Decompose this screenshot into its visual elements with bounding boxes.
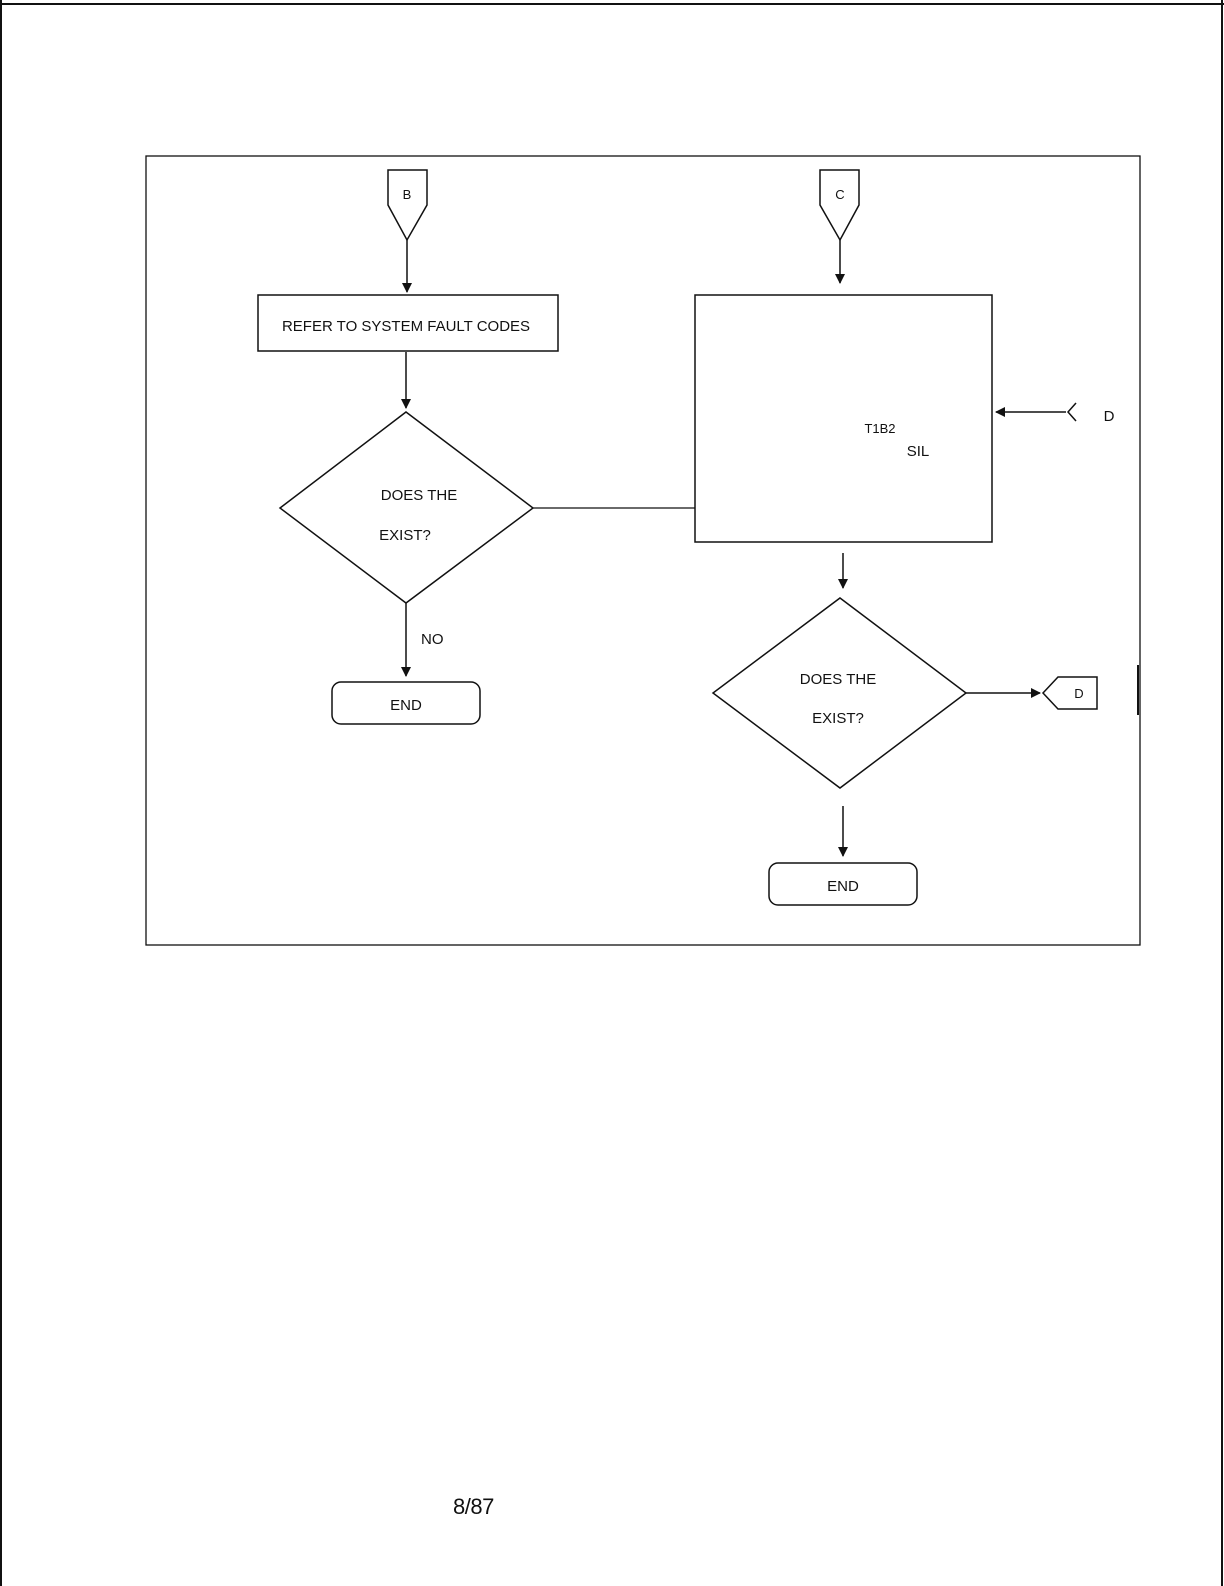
diagram-frame: [145, 155, 1141, 946]
decision-right-line2: EXIST?: [812, 710, 864, 727]
process-box-refer: REFER TO SYSTEM FAULT CODES: [257, 294, 559, 352]
decision-left: DOES THE EXIST?: [278, 411, 535, 604]
page-number: 8/87: [453, 1494, 494, 1519]
decision-right-line1: DOES THE: [800, 671, 876, 688]
connector-c: C: [819, 169, 860, 242]
end-right-label: END: [827, 878, 859, 895]
process-box-refer-label: REFER TO SYSTEM FAULT CODES: [282, 318, 530, 335]
decision-left-line1: DOES THE: [381, 487, 457, 504]
end-left-label: END: [390, 697, 422, 714]
end-terminal-left: END: [331, 681, 481, 725]
connector-d-in-shape: [1066, 402, 1077, 422]
decision-left-line2: EXIST?: [379, 527, 431, 544]
connector-c-label: C: [835, 187, 844, 202]
connector-d-in-label: D: [1104, 408, 1115, 425]
process-box-right-line1: T1B2: [864, 421, 895, 436]
connector-b-label: B: [403, 187, 412, 202]
connector-d-out: D: [1041, 676, 1098, 710]
process-box-right-line2: SIL: [907, 443, 930, 460]
connector-d-out-label: D: [1074, 686, 1083, 701]
decision-right: DOES THE EXIST?: [711, 597, 968, 789]
no-label: NO: [421, 631, 444, 648]
connector-b: B: [387, 169, 428, 242]
end-terminal-right: END: [768, 862, 918, 906]
process-box-right: T1B2 SIL: [694, 294, 993, 543]
